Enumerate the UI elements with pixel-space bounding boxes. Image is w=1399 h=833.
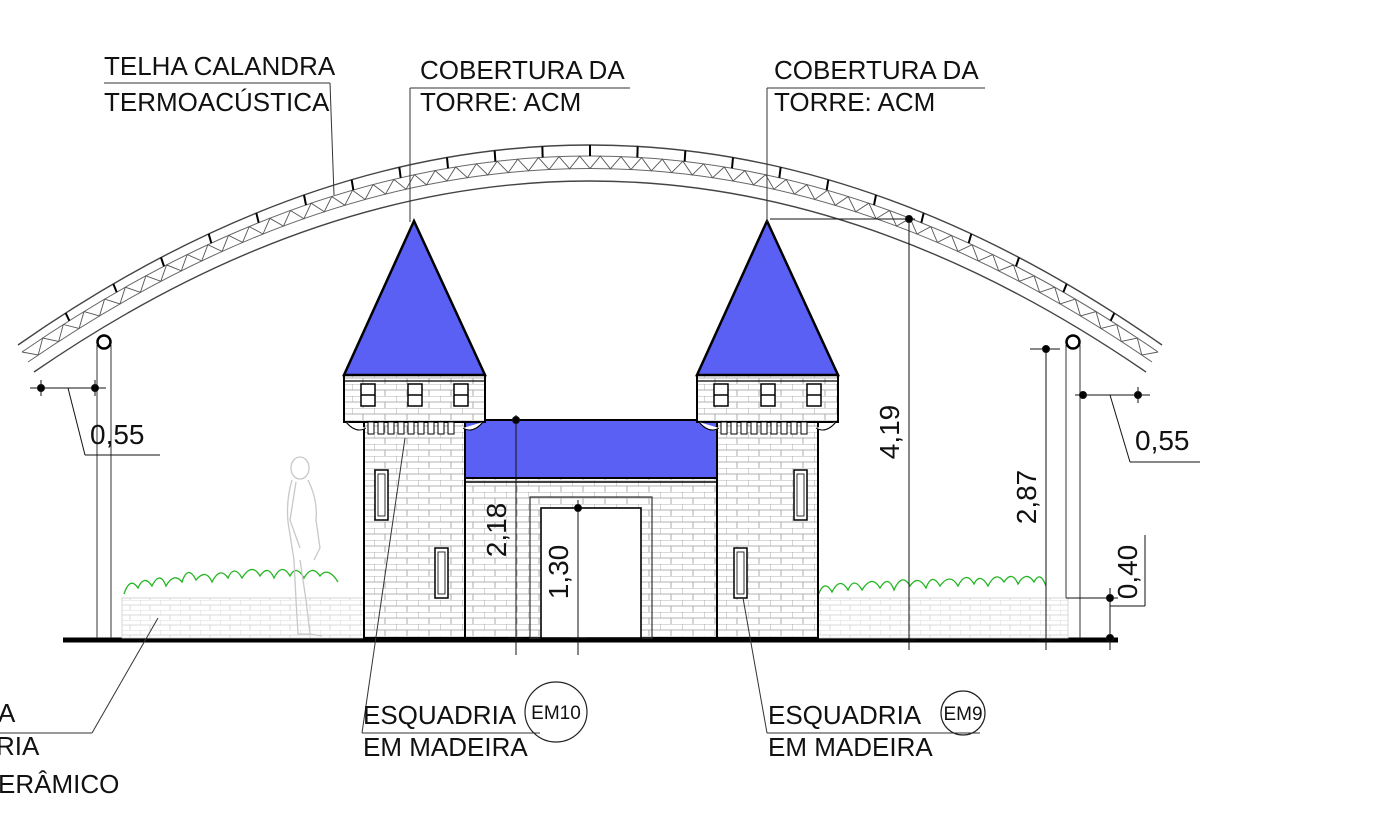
left-tower-roof-label-line2: TORRE: ACM (420, 87, 581, 117)
purlin-tick (920, 212, 925, 223)
purlin-tick (207, 233, 213, 244)
left-tower-slit-window (374, 469, 389, 521)
annotation-labels: TELHA CALANDRA TERMOACÚSTICA COBERTURA D… (0, 51, 986, 799)
purlin-tick (778, 167, 782, 178)
dim-pillar-height: 2,87 (1011, 470, 1042, 525)
dim-right-offset: 0,55 (1135, 425, 1190, 456)
purlin-tick (683, 150, 687, 162)
dim-gate-height: 2,18 (481, 503, 512, 558)
right-frame-label-line1: ESQUADRIA (768, 700, 922, 730)
leader-lines (0, 82, 985, 734)
right-tower-roof-label-line1: COBERTURA DA (774, 55, 979, 85)
cut-label-line1: A (0, 698, 16, 728)
right-tower (695, 217, 840, 639)
arched-roof (17, 144, 1163, 373)
roof-truss (21, 155, 1159, 356)
right-tower-roof-label-line2: TORRE: ACM (774, 87, 935, 117)
left-planter-wall (121, 568, 365, 639)
dimension-values: 0,55 0,55 4,19 2,87 0,40 2,18 1,30 (90, 405, 1190, 600)
left-frame-tag: EM10 (531, 703, 581, 724)
cut-label-line3: ERÂMICO (0, 769, 119, 799)
purlin-tick (731, 157, 734, 169)
purlin-tick (398, 167, 402, 178)
right-frame-tag: EM9 (943, 704, 982, 725)
purlin-tick (967, 233, 973, 244)
left-tower-acm-roof (342, 217, 487, 377)
left-frame-label-line2: EM MADEIRA (363, 732, 528, 762)
left-tower-roof-label-line1: COBERTURA DA (420, 55, 625, 85)
roof-tile-label-line2: TERMOACÚSTICA (104, 87, 330, 117)
purlin-tick (160, 257, 165, 267)
gate-opening (540, 507, 642, 639)
purlin-tick (446, 157, 449, 169)
purlin-tick (255, 212, 260, 223)
purlin-tick (873, 194, 877, 206)
right-frame-label-line2: EM MADEIRA (768, 732, 933, 762)
purlin-tick (825, 179, 830, 191)
dim-door-height: 1,30 (543, 545, 574, 600)
dim-left-offset: 0,55 (90, 419, 145, 450)
gate-house (464, 419, 718, 639)
right-tower-slit-window (793, 469, 808, 521)
purlin-tick (1062, 283, 1068, 293)
purlin-tick (350, 179, 355, 191)
right-column (1065, 334, 1081, 638)
left-tower-lower-window (434, 547, 449, 599)
right-tower-acm-roof (695, 217, 840, 377)
dim-tower-height: 4,19 (874, 405, 905, 460)
roof-purlins (64, 145, 1116, 322)
purlin-tick (1015, 257, 1020, 267)
left-column (96, 334, 112, 638)
right-tower-lower-window (733, 547, 748, 599)
human-scale-figure (286, 456, 323, 637)
purlin-tick (112, 283, 118, 293)
left-tower-corbels (345, 421, 484, 435)
dimension-lines (30, 215, 1200, 655)
right-frame-tag-bubble (940, 690, 986, 736)
right-planter-wall (817, 575, 1069, 639)
left-tower-windows (360, 383, 469, 407)
left-frame-tag-bubble (524, 681, 588, 743)
roof-tile-label-line1: TELHA CALANDRA (104, 51, 336, 81)
left-frame-label-line1: ESQUADRIA (363, 700, 517, 730)
purlin-tick (1109, 312, 1116, 322)
purlin-tick (493, 150, 497, 162)
right-tower-windows (713, 383, 822, 407)
purlin-tick (303, 194, 307, 206)
cut-label-line2: RIA (0, 731, 40, 761)
purlin-tick (64, 312, 71, 322)
right-tower-corbels (698, 421, 837, 435)
dim-wall-height: 0,40 (1112, 545, 1143, 600)
left-tower (342, 217, 487, 639)
